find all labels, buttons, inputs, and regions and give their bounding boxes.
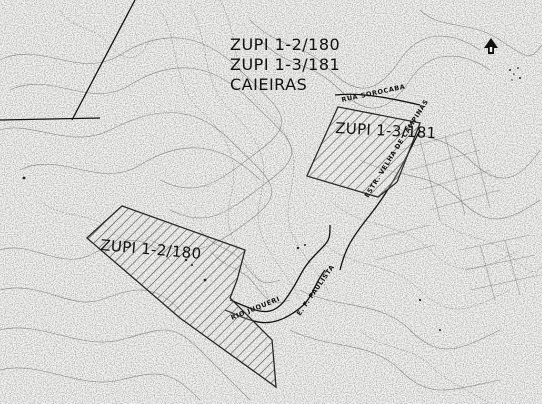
zone-zupi-1-3 xyxy=(306,106,421,198)
street-grid xyxy=(369,127,541,301)
title-line-2: ZUPI 1-3/181 xyxy=(230,55,340,74)
north-arrow-icon xyxy=(484,38,498,54)
title-line-3: CAIEIRAS xyxy=(230,75,307,94)
boundary-line-2 xyxy=(0,117,101,121)
river-juqueri xyxy=(229,224,331,313)
title-line-1: ZUPI 1-2/180 xyxy=(230,35,340,54)
boundary-line xyxy=(71,0,136,121)
zone-zupi-1-2 xyxy=(86,205,277,389)
zone-label-zupi-1-3: ZUPI 1-3/181 xyxy=(335,119,437,142)
road-rua-sorocaba xyxy=(334,93,421,106)
map-symbols xyxy=(22,67,521,331)
